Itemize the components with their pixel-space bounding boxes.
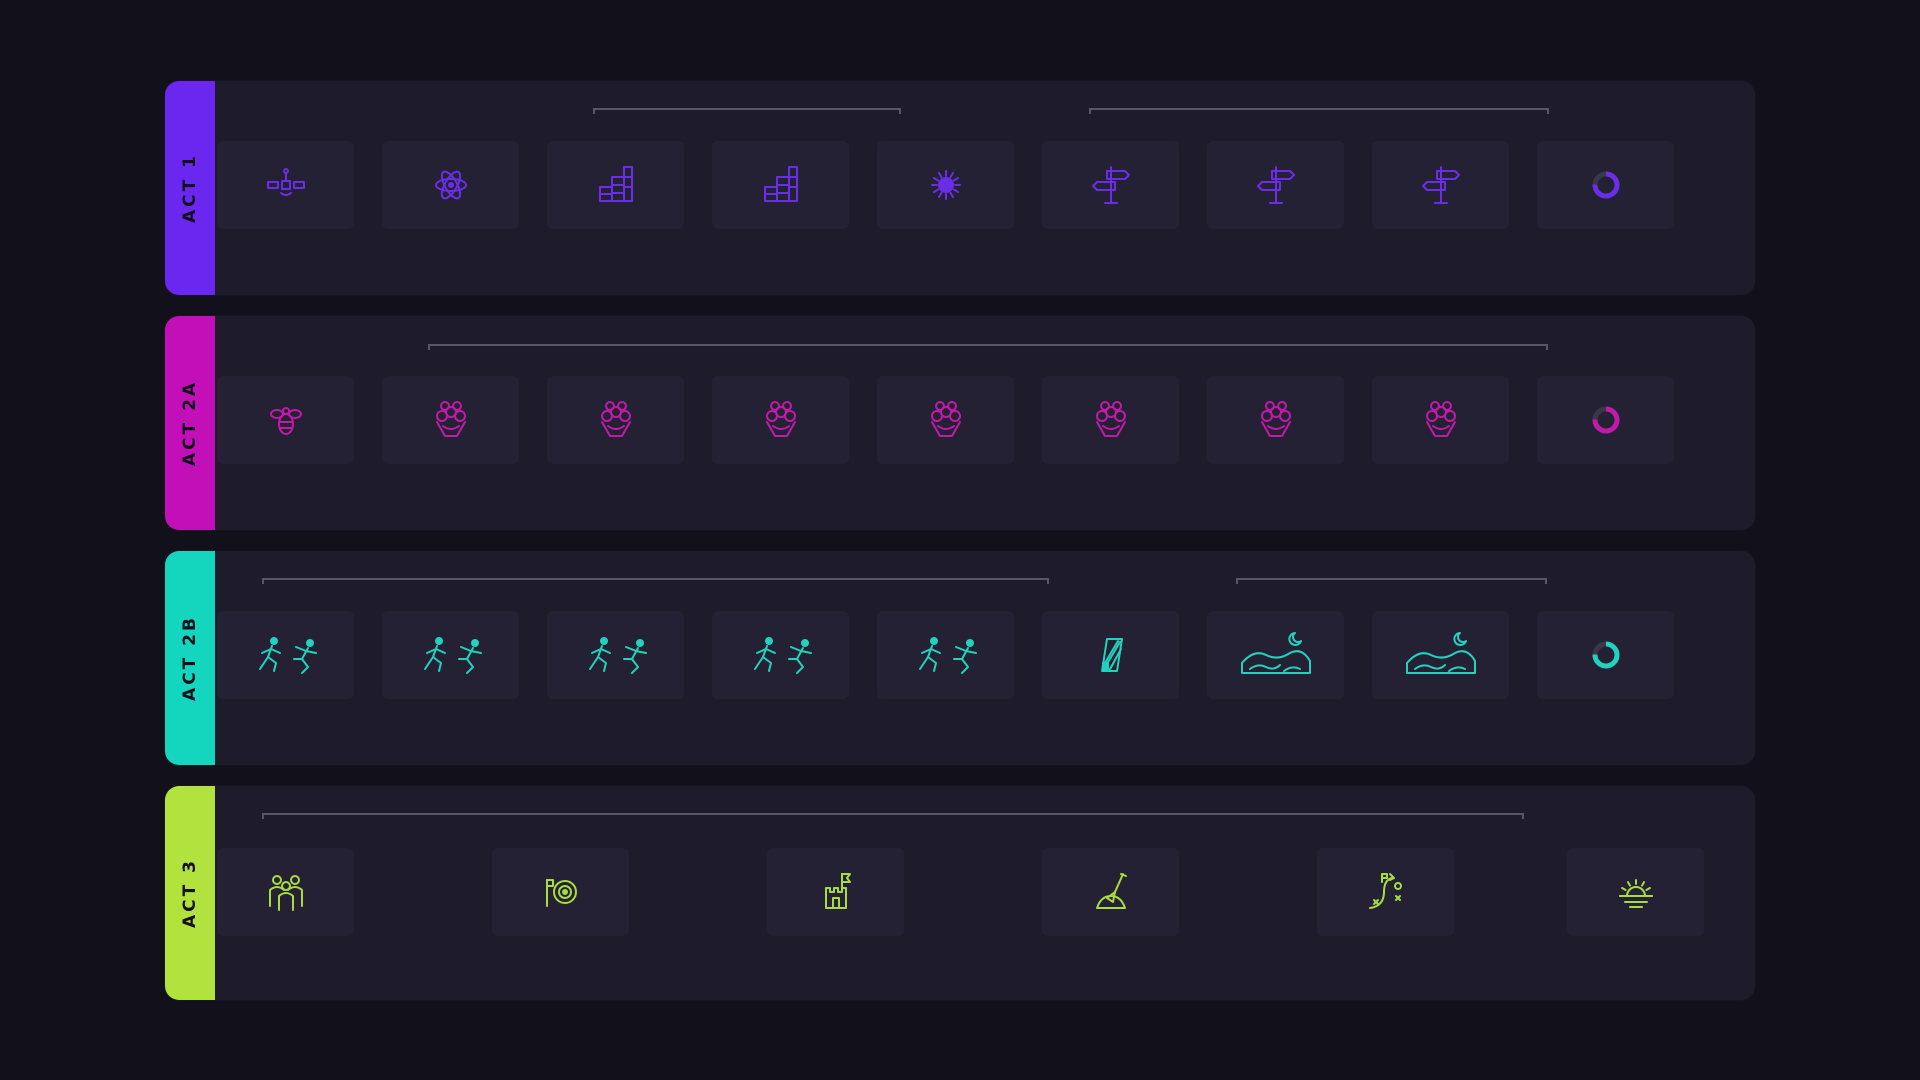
act-2a-bracket-1	[428, 344, 1548, 350]
striped-card-icon	[1071, 630, 1151, 680]
runners-icon	[576, 630, 656, 680]
icon-tile	[1537, 611, 1674, 699]
bee-icon	[246, 395, 326, 445]
act-2b-label: ACT 2B	[180, 615, 200, 701]
icon-tile	[547, 376, 684, 464]
act-2a-label: ACT 2A	[180, 379, 201, 467]
act-row-2a: ACT 2A	[165, 316, 1755, 530]
act-row-2b: ACT 2B	[165, 551, 1755, 765]
icon-tile	[1372, 376, 1509, 464]
atom-icon	[411, 160, 491, 210]
icon-tile	[1042, 848, 1179, 936]
act-2b-tab: ACT 2B	[165, 551, 215, 765]
act-3-tab: ACT 3	[165, 786, 215, 1000]
icon-tile	[547, 141, 684, 229]
shovel-dirt-icon	[1071, 867, 1151, 917]
castle-flag-icon	[796, 867, 876, 917]
icon-tile	[1207, 611, 1344, 699]
icon-tile	[877, 611, 1014, 699]
flower-bouquet-icon	[1401, 395, 1481, 445]
icon-tile	[217, 611, 354, 699]
icon-tile	[712, 376, 849, 464]
icon-tile	[1042, 611, 1179, 699]
act-row-1: ACT 1	[165, 81, 1755, 295]
icon-tile	[1317, 848, 1454, 936]
runners-icon	[411, 630, 491, 680]
icon-tile	[217, 376, 354, 464]
strategy-play-icon	[1346, 867, 1426, 917]
group-of-people-icon	[246, 867, 326, 917]
flower-bouquet-icon	[741, 395, 821, 445]
icon-tile	[217, 141, 354, 229]
flower-bouquet-icon	[1071, 395, 1151, 445]
progress-ring-icon	[1566, 395, 1646, 445]
icon-tile	[1537, 376, 1674, 464]
satellite-icon	[246, 160, 326, 210]
signpost-icon	[1236, 160, 1316, 210]
flower-bouquet-icon	[906, 395, 986, 445]
progress-ring-icon	[1566, 160, 1646, 210]
icon-tile	[217, 848, 354, 936]
night-desert-icon	[1236, 630, 1316, 680]
act-2b-bracket-1	[262, 578, 1049, 584]
sunburst-icon	[906, 160, 986, 210]
act-1-tab: ACT 1	[165, 81, 215, 295]
icon-tile	[712, 141, 849, 229]
icon-tile	[877, 141, 1014, 229]
signpost-icon	[1071, 160, 1151, 210]
icon-tile	[1567, 848, 1704, 936]
icon-tile	[1372, 141, 1509, 229]
act-1-bracket-2	[1089, 108, 1549, 114]
act-2a-tab: ACT 2A	[165, 316, 215, 530]
icon-tile	[1042, 141, 1179, 229]
flower-bouquet-icon	[576, 395, 656, 445]
icon-tile	[492, 848, 629, 936]
icon-tile	[877, 376, 1014, 464]
signpost-icon	[1401, 160, 1481, 210]
progress-ring-icon	[1566, 630, 1646, 680]
runners-icon	[246, 630, 326, 680]
icon-tile	[767, 848, 904, 936]
target-icon	[521, 867, 601, 917]
act-2b-bracket-2	[1236, 578, 1547, 584]
act-1-bracket-1	[593, 108, 901, 114]
icon-tile	[382, 141, 519, 229]
icon-tile	[1207, 141, 1344, 229]
icon-tile	[1537, 141, 1674, 229]
building-blocks-icon	[576, 160, 656, 210]
sunrise-icon	[1596, 867, 1676, 917]
flower-bouquet-icon	[1236, 395, 1316, 445]
act-1-label: ACT 1	[180, 153, 201, 223]
icon-tile	[1372, 611, 1509, 699]
icon-tile	[547, 611, 684, 699]
runners-icon	[906, 630, 986, 680]
runners-icon	[741, 630, 821, 680]
night-desert-icon	[1401, 630, 1481, 680]
act-row-3: ACT 3	[165, 786, 1755, 1000]
building-blocks-icon	[741, 160, 821, 210]
icon-tile	[1042, 376, 1179, 464]
icon-tile	[382, 376, 519, 464]
flower-bouquet-icon	[411, 395, 491, 445]
icon-tile	[1207, 376, 1344, 464]
icon-tile	[712, 611, 849, 699]
icon-tile	[382, 611, 519, 699]
act-3-bracket-1	[262, 813, 1524, 819]
act-3-label: ACT 3	[180, 858, 201, 928]
